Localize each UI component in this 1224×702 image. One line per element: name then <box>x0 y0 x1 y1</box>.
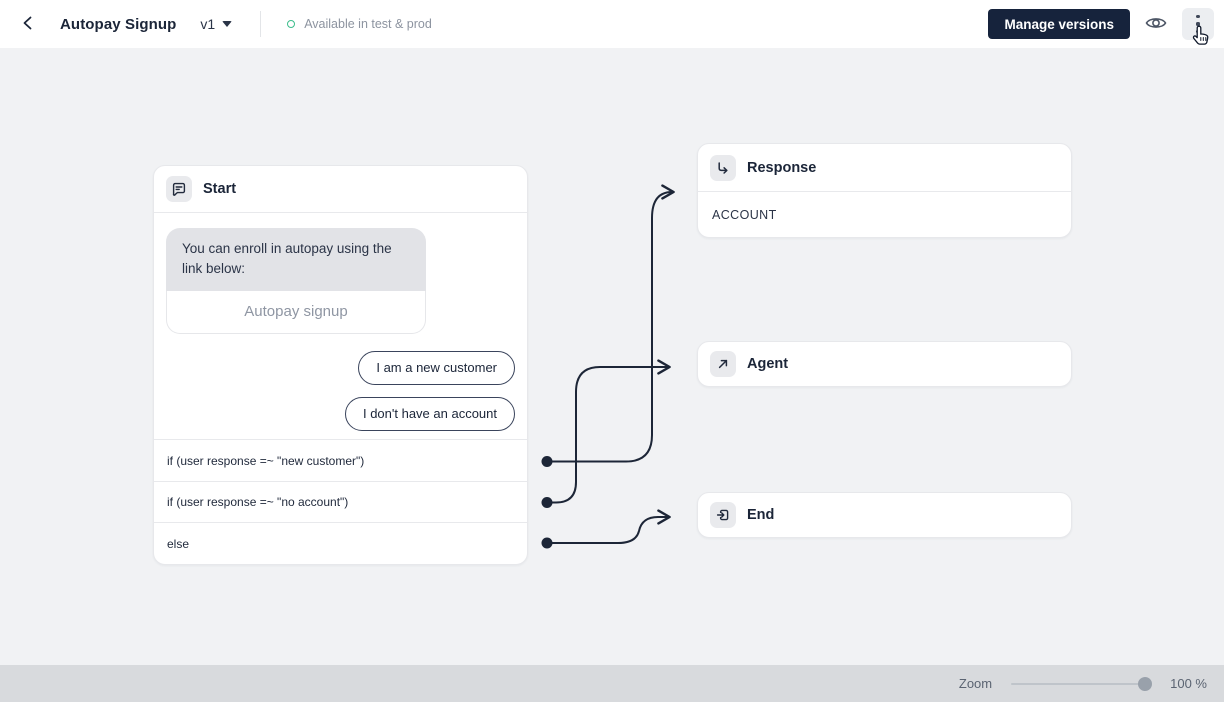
connector-dot <box>541 497 553 508</box>
divider <box>260 11 262 37</box>
chevron-down-icon <box>222 21 233 27</box>
condition-row-no-account[interactable]: if (user response =~ "no account") <box>154 480 527 523</box>
start-node-header[interactable]: Start <box>154 166 527 213</box>
flow-canvas[interactable]: Start You can enroll in autopay using th… <box>0 48 1224 665</box>
status-dot-icon <box>287 20 296 28</box>
availability-status: Available in test & prod <box>287 17 432 31</box>
corner-down-right-arrow-icon <box>710 154 736 181</box>
arrow-up-right-icon <box>710 351 736 377</box>
connector-dot <box>541 456 553 467</box>
footer-bar: Zoom 100 % <box>0 665 1224 702</box>
version-label: v1 <box>200 16 216 32</box>
top-bar: Autopay Signup v1 Available in test & pr… <box>0 0 1224 48</box>
condition-rows: if (user response =~ "new customer") if … <box>154 439 527 564</box>
start-node-body: You can enroll in autopay using the link… <box>154 213 527 431</box>
autopay-signup-link[interactable]: Autopay signup <box>166 290 426 334</box>
quick-reply-chip[interactable]: I am a new customer <box>358 350 515 385</box>
end-node-header[interactable]: End <box>698 493 1071 537</box>
chevron-left-icon <box>20 15 36 34</box>
condition-row-else[interactable]: else <box>154 522 527 564</box>
connector-path-new-customer <box>547 184 675 463</box>
page-title: Autopay Signup <box>60 15 177 33</box>
status-text: Available in test & prod <box>304 17 432 31</box>
start-node[interactable]: Start You can enroll in autopay using th… <box>153 165 528 565</box>
agent-node-title: Agent <box>747 356 789 372</box>
connector-dot <box>541 537 553 549</box>
quick-reply-chip[interactable]: I don't have an account <box>344 396 515 431</box>
agent-node[interactable]: Agent <box>697 341 1072 387</box>
back-button[interactable] <box>14 10 42 38</box>
kebab-menu-icon <box>1196 15 1200 33</box>
response-node-header[interactable]: Response <box>698 144 1071 192</box>
agent-node-header[interactable]: Agent <box>698 342 1071 386</box>
zoom-value: 100 % <box>1170 676 1207 691</box>
exit-arrow-icon <box>710 502 736 528</box>
manage-versions-button[interactable]: Manage versions <box>988 9 1130 39</box>
connector-path-no-account <box>547 359 671 504</box>
response-node-title: Response <box>747 159 817 176</box>
end-node[interactable]: End <box>697 492 1072 538</box>
zoom-slider[interactable] <box>1011 676 1153 691</box>
response-node[interactable]: Response ACCOUNT <box>697 143 1072 238</box>
zoom-label: Zoom <box>958 676 993 691</box>
message-icon <box>166 176 192 202</box>
quick-reply-chips: I am a new customer I don't have an acco… <box>166 350 515 431</box>
eye-icon <box>1145 15 1167 34</box>
condition-row-new-customer[interactable]: if (user response =~ "new customer") <box>154 439 527 481</box>
version-selector[interactable]: v1 <box>200 16 233 32</box>
start-node-title: Start <box>203 181 237 197</box>
preview-button[interactable] <box>1140 8 1172 40</box>
bot-message-text: You can enroll in autopay using the link… <box>166 228 426 291</box>
more-options-button[interactable] <box>1182 8 1214 40</box>
bot-message-bubble: You can enroll in autopay using the link… <box>166 228 426 334</box>
top-bar-actions: Manage versions <box>988 8 1214 40</box>
end-node-title: End <box>747 507 775 523</box>
connector-path-else <box>547 509 671 544</box>
response-value[interactable]: ACCOUNT <box>712 207 777 222</box>
zoom-slider-handle[interactable] <box>1138 676 1153 691</box>
